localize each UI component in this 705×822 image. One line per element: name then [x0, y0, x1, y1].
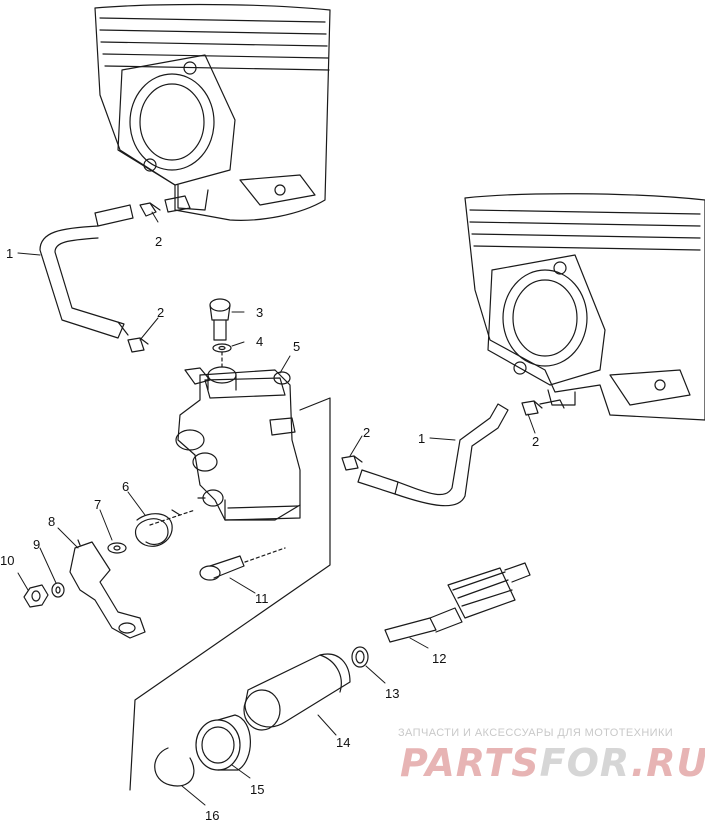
banjo-bolt [209, 298, 231, 341]
washer-4 [212, 343, 232, 353]
leader-lever-axis [149, 509, 196, 526]
spring-6 [135, 509, 181, 547]
cylinder-top [94, 3, 331, 221]
callout-16: 16 [205, 808, 219, 822]
callout-14: 14 [336, 735, 350, 750]
callout-9: 9 [33, 537, 40, 552]
watermark-tagline: ЗАПЧАСТИ И АКСЕССУАРЫ ДЛЯ МОТОТЕХНИКИ [398, 727, 674, 739]
watermark-logo-mid: FOR [539, 741, 631, 785]
watermark-logo-left: PARTS [400, 741, 540, 785]
hose-left [39, 204, 134, 339]
sleeve-14 [243, 653, 351, 731]
lockwasher-9 [51, 582, 65, 598]
lever-8 [69, 539, 146, 639]
callout-2-top: 2 [155, 234, 162, 249]
hose-right [357, 403, 509, 507]
leader-screw [244, 547, 286, 563]
callout-1-left: 1 [6, 246, 13, 261]
seal-15 [195, 714, 251, 771]
clamp-left-lower [127, 337, 149, 353]
clamp-right-mid [341, 455, 363, 471]
cylinder-right [464, 193, 705, 421]
oil-pump-body [175, 366, 301, 521]
nut-10 [23, 584, 49, 608]
callout-2-right: 2 [532, 434, 539, 449]
watermark-logo: PARTSFOR.RU [400, 741, 705, 785]
callout-10: 10 [0, 553, 14, 568]
callout-5: 5 [293, 339, 300, 354]
oring-13 [351, 646, 369, 668]
retaining-ring-16 [154, 747, 195, 787]
callout-2-mid: 2 [363, 425, 370, 440]
right-nipple [539, 399, 565, 409]
assembly-frame [129, 397, 331, 791]
screw-11 [199, 555, 245, 581]
callout-3: 3 [256, 305, 263, 320]
leader-lines [17, 211, 536, 806]
watermark-logo-right: .RU [630, 741, 705, 785]
driveshaft-12 [384, 562, 531, 643]
callout-2-left: 2 [157, 305, 164, 320]
clamp-right-top [521, 400, 543, 416]
callout-labels: 1 2 2 3 4 5 2 1 2 6 7 8 9 10 11 12 13 14… [0, 234, 539, 822]
callout-4: 4 [256, 334, 263, 349]
callout-12: 12 [432, 651, 446, 666]
callout-1-right: 1 [418, 431, 425, 446]
callout-7: 7 [94, 497, 101, 512]
callout-13: 13 [385, 686, 399, 701]
callout-15: 15 [250, 782, 264, 797]
callout-8: 8 [48, 514, 55, 529]
callout-11: 11 [255, 591, 269, 606]
callout-6: 6 [122, 479, 129, 494]
washer-7 [107, 542, 127, 554]
clamp-top-left [139, 202, 161, 217]
